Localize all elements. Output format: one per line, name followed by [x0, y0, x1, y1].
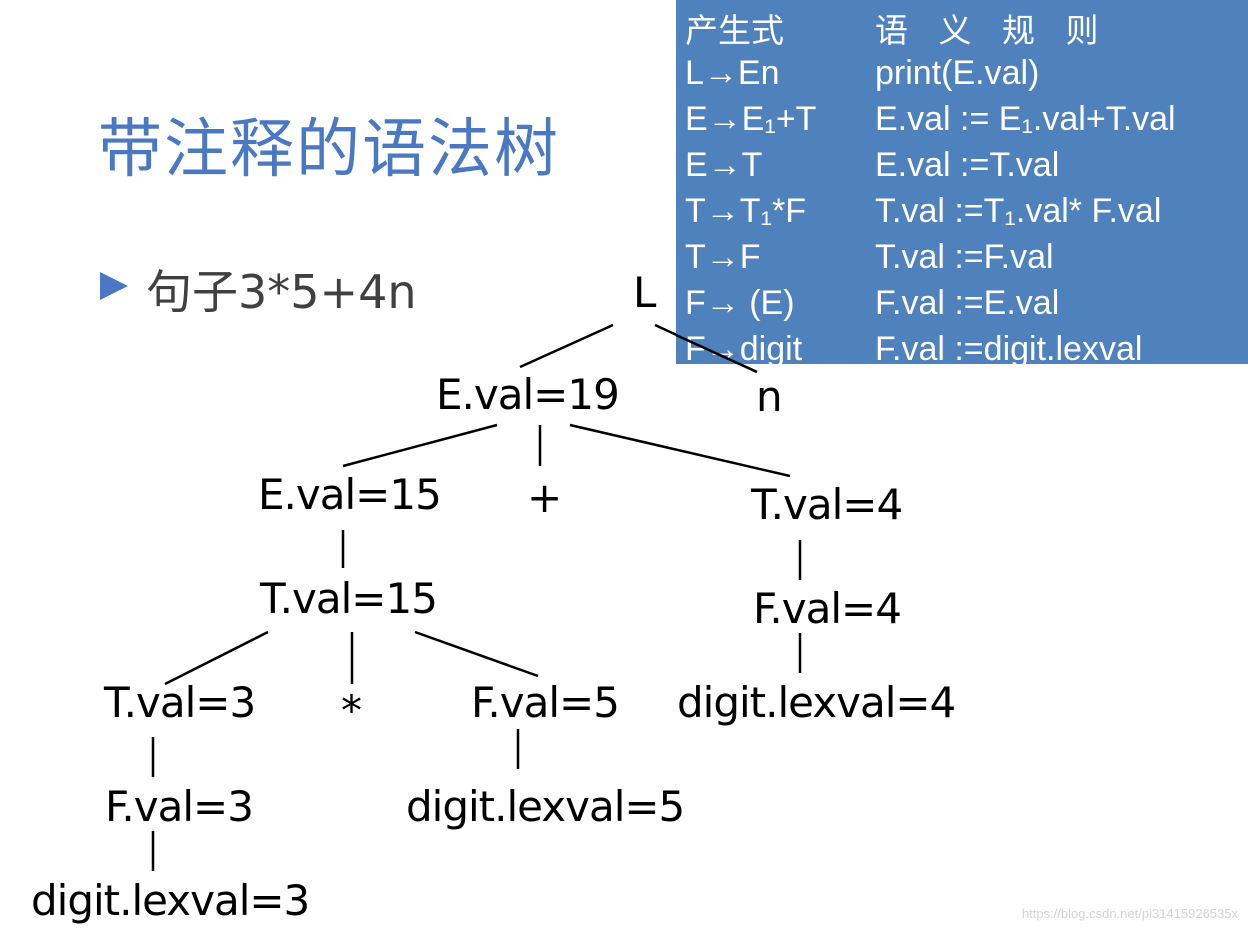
tree-node-t-15: T.val=15 [260, 574, 438, 623]
rule-production: F→ (E) [685, 284, 795, 322]
tree-node-digit-5: digit.lexval=5 [406, 782, 685, 831]
edge-t15-f5 [414, 630, 539, 678]
rule-row: F→ (E) F.val :=E.val [676, 284, 1248, 330]
rules-header: 产生式 语 义 规 则 [676, 4, 1248, 50]
rule-semantic: T.val :=T₁.val* F.val [875, 192, 1162, 230]
edge-e19-t4 [569, 423, 791, 478]
rule-semantic: E.val :=T.val [875, 146, 1060, 184]
rule-production: T→T₁*F [685, 192, 807, 230]
tree-node-plus: + [527, 473, 562, 522]
rule-semantic: E.val := E₁.val+T.val [875, 100, 1176, 138]
tree-node-e-15: E.val=15 [258, 470, 442, 519]
semantic-rules-panel: 产生式 语 义 规 则 L→En print(E.val) E→E₁+T E.v… [676, 0, 1248, 364]
tree-node-e-19: E.val=19 [436, 370, 620, 419]
edge-l-e19 [519, 323, 614, 369]
rule-semantic: F.val :=digit.lexval [875, 330, 1143, 364]
rule-row: T→F T.val :=F.val [676, 238, 1248, 284]
rule-production: F→digit [685, 330, 803, 364]
edge-t15-t3 [164, 630, 269, 686]
rule-semantic: F.val :=E.val [875, 284, 1060, 322]
sentence-text: 句子3*5+4n [146, 265, 417, 319]
rule-row: E→E₁+T E.val := E₁.val+T.val [676, 100, 1248, 146]
rule-production: L→En [685, 54, 780, 92]
rule-production: E→E₁+T [685, 100, 817, 138]
production-header: 产生式 [685, 11, 784, 50]
tree-node-digit-3: digit.lexval=3 [31, 876, 310, 925]
tree-node-root: L [633, 268, 656, 317]
tree-node-f-3: F.val=3 [105, 782, 254, 831]
rule-semantic: print(E.val) [875, 54, 1040, 92]
tree-node-t-3: T.val=3 [104, 678, 256, 727]
semantic-header: 语 义 规 则 [875, 11, 1109, 50]
tree-node-star: * [341, 686, 362, 735]
slide-title: 带注释的语法树 [98, 113, 560, 187]
rule-production: E→T [685, 146, 763, 184]
rule-row: E→T E.val :=T.val [676, 146, 1248, 192]
tree-node-f-4: F.val=4 [753, 584, 902, 633]
rule-production: T→F [685, 238, 761, 276]
rule-row: F→digit F.val :=digit.lexval [676, 330, 1248, 364]
watermark: https://blog.csdn.net/pi31415926535x [1021, 906, 1238, 921]
tree-node-f-5: F.val=5 [471, 678, 620, 727]
rule-semantic: T.val :=F.val [875, 238, 1054, 276]
tree-node-n: n [756, 372, 783, 421]
rule-row: T→T₁*F T.val :=T₁.val* F.val [676, 192, 1248, 238]
edge-e19-e15 [342, 423, 498, 468]
triangle-bullet-icon [100, 272, 128, 300]
rule-row: L→En print(E.val) [676, 54, 1248, 100]
tree-node-t-4: T.val=4 [751, 480, 903, 529]
tree-node-digit-4: digit.lexval=4 [677, 678, 956, 727]
